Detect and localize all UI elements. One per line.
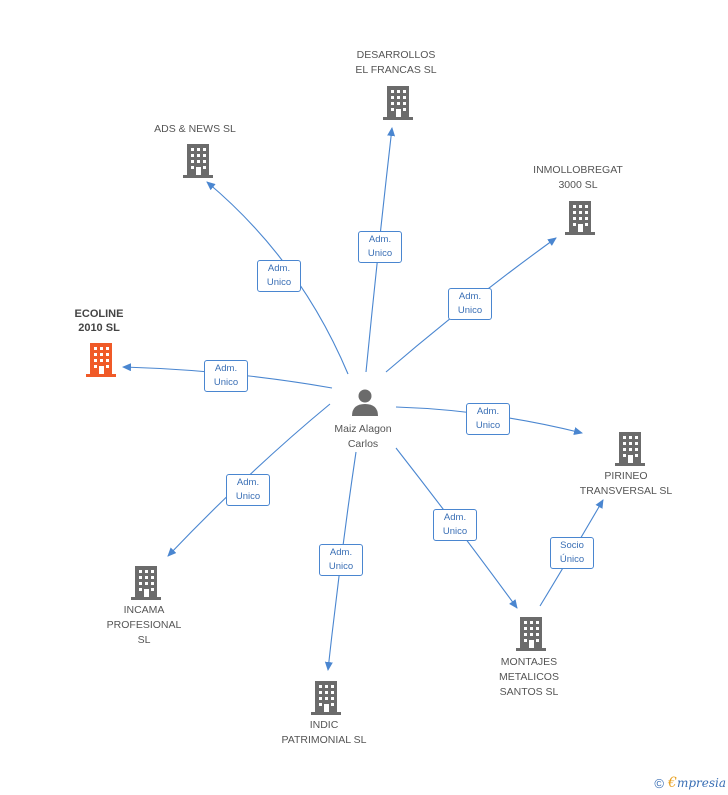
relation-type: Unico [442,526,468,537]
company-label-incama[interactable]: INCAMA PROFESIONAL SL [106,604,182,646]
relation-role: Adm. [236,477,260,488]
relation-badge-indic[interactable]: Adm. Unico [319,544,363,576]
relation-role: Adm. [476,406,500,417]
relation-type: Unico [235,491,261,502]
relation-badge-inmollobregat[interactable]: Adm. Unico [448,288,492,320]
relation-type: Unico [213,377,239,388]
company-label-desarrollos[interactable]: DESARROLLOS EL FRANCAS SL [355,49,437,76]
relation-badge-montajes[interactable]: Adm. Unico [433,509,477,541]
company-label-ads[interactable]: ADS & NEWS SL [154,123,236,135]
person-icon[interactable] [350,387,380,417]
relation-badge-desarrollos[interactable]: Adm. Unico [358,231,402,263]
company-label-ecoline[interactable]: ECOLINE 2010 SL [74,308,124,334]
relation-role: Adm. [368,234,392,245]
relation-type: Único [559,554,585,565]
relation-role: Adm. [458,291,482,302]
building-icon[interactable] [515,615,547,651]
relation-type: Unico [328,561,354,572]
relation-badge-incama[interactable]: Adm. Unico [226,474,270,506]
brand-initial: € [668,775,677,791]
relation-type: Unico [457,305,483,316]
relation-badge-ecoline[interactable]: Adm. Unico [204,360,248,392]
building-icon[interactable] [182,142,214,178]
relation-role: Adm. [329,547,353,558]
person-name[interactable]: Maiz Alagon Carlos [334,423,392,450]
copyright-footer: © €mpresia [654,775,726,791]
relation-role: Adm. [443,512,467,523]
company-label-montajes[interactable]: MONTAJES METALICOS SANTOS SL [499,656,559,698]
relation-role: Socio [560,540,584,551]
building-icon[interactable] [614,430,646,466]
relation-type: Unico [475,420,501,431]
copyright-icon: © [654,775,665,791]
relation-type: Unico [266,277,292,288]
relation-role: Adm. [267,263,291,274]
building-icon[interactable] [564,199,596,235]
building-icon[interactable] [382,84,414,120]
relation-badge-ads[interactable]: Adm. Unico [257,260,301,292]
brand-name: mpresia [676,776,726,790]
company-label-inmollobregat[interactable]: INMOLLOBREGAT 3000 SL [533,164,623,191]
building-icon[interactable] [310,679,342,715]
brand-logo[interactable]: €mpresia [668,775,726,791]
relation-badge-pirineo[interactable]: Adm. Unico [466,403,510,435]
company-label-indic[interactable]: INDIC PATRIMONIAL SL [281,719,367,746]
company-label-pirineo[interactable]: PIRINEO TRANSVERSAL SL [579,470,673,497]
building-icon[interactable] [130,564,162,600]
building-icon[interactable] [85,341,117,377]
relation-role: Adm. [214,363,238,374]
relation-type: Unico [367,248,393,259]
relation-badge-socio[interactable]: Socio Único [550,537,594,569]
